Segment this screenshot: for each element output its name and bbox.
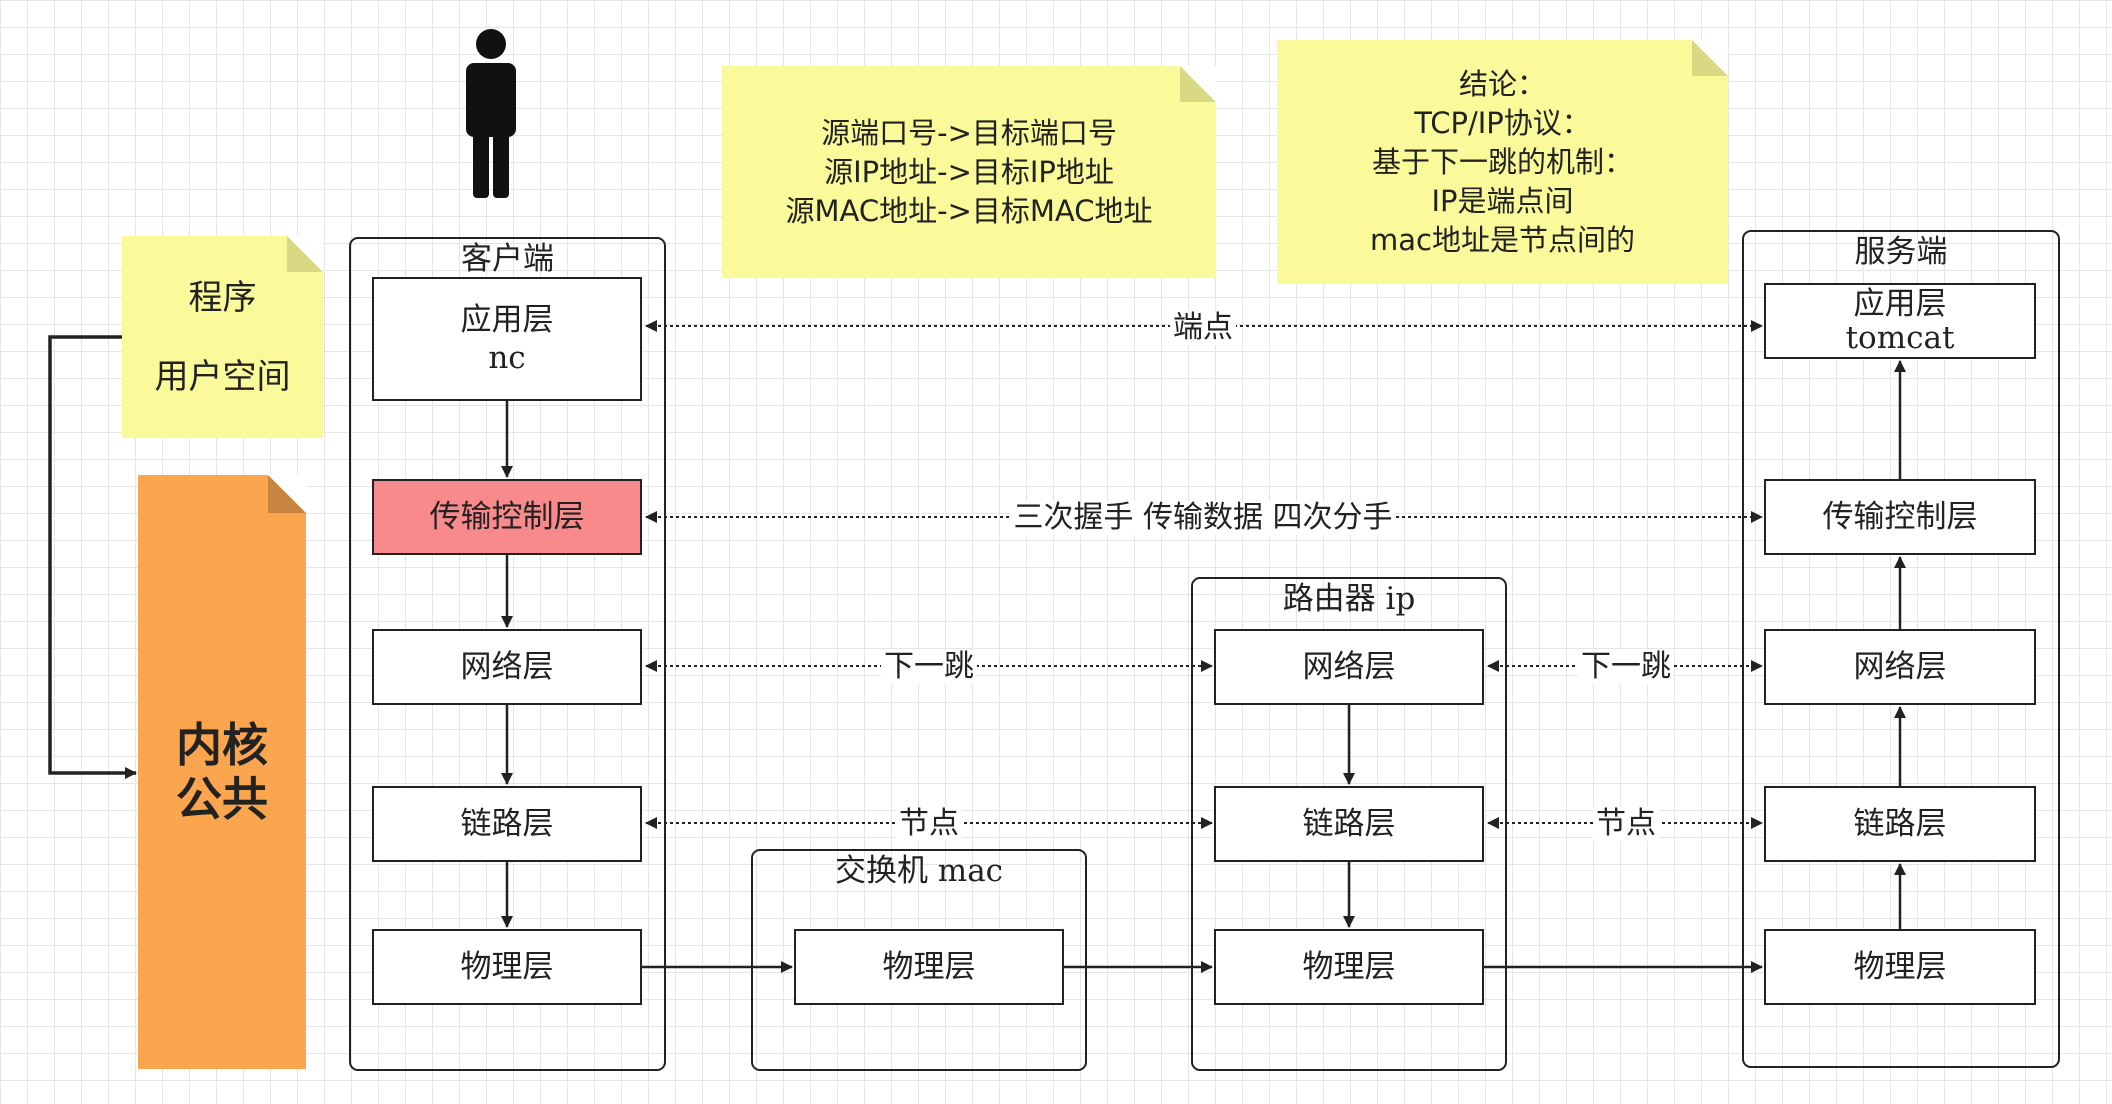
server-app-layer-sub: tomcat	[1845, 320, 1955, 356]
router-physical-layer: 物理层	[1214, 929, 1484, 1005]
client-link-layer: 链路层	[372, 786, 642, 862]
client-physical-label: 物理层	[460, 949, 554, 985]
router-link-label: 链路层	[1302, 806, 1396, 842]
server-link-layer: 链路层	[1764, 786, 2036, 862]
client-physical-layer: 物理层	[372, 929, 642, 1005]
server-transport-layer: 传输控制层	[1764, 479, 2036, 555]
address-line: 源IP地址->目标IP地址	[824, 154, 1114, 189]
client-app-layer-name: 应用层	[460, 302, 554, 338]
node-edge-label: 节点	[1593, 807, 1659, 841]
server-physical-layer: 物理层	[1764, 929, 2036, 1005]
router-link-layer: 链路层	[1214, 786, 1484, 862]
conclusion-line: IP是端点间	[1431, 183, 1574, 218]
server-link-label: 链路层	[1853, 806, 1947, 842]
server-container: 服务端	[1742, 230, 2060, 1068]
server-app-layer-name: 应用层	[1853, 286, 1947, 322]
next-hop-edge-label: 下一跳	[881, 650, 977, 684]
router-network-label: 网络层	[1302, 649, 1396, 685]
client-network-label: 网络层	[460, 649, 554, 685]
kernel-note: 内核 公共	[138, 475, 306, 1069]
client-app-layer: 应用层 nc	[372, 277, 642, 401]
switch-physical-layer: 物理层	[794, 929, 1064, 1005]
conclusion-line: 基于下一跳的机制：	[1371, 144, 1633, 179]
server-transport-label: 传输控制层	[1822, 499, 1978, 535]
address-note: 源端口号->目标端口号 源IP地址->目标IP地址 源MAC地址->目标MAC地…	[722, 66, 1216, 278]
user-space-label: 用户空间	[154, 356, 291, 397]
server-physical-label: 物理层	[1853, 949, 1947, 985]
client-transport-layer: 传输控制层	[372, 479, 642, 555]
person-icon	[466, 29, 516, 198]
server-network-layer: 网络层	[1764, 629, 2036, 705]
user-kernel-bracket	[48, 335, 137, 779]
switch-container: 交换机 mac	[751, 849, 1087, 1071]
endpoint-edge-label: 端点	[1170, 311, 1236, 345]
router-physical-label: 物理层	[1302, 949, 1396, 985]
router-title: 路由器 ip	[1282, 581, 1416, 617]
next-hop-edge-label: 下一跳	[1578, 650, 1674, 684]
user-space-note: 程序 用户空间	[122, 236, 323, 438]
client-title: 客户端	[461, 241, 554, 277]
server-app-layer: 应用层 tomcat	[1764, 283, 2036, 359]
user-space-program: 程序	[188, 277, 257, 318]
server-network-label: 网络层	[1853, 649, 1947, 685]
conclusion-line: mac地址是节点间的	[1370, 222, 1635, 257]
handshake-edge-label: 三次握手 传输数据 四次分手	[1010, 501, 1396, 535]
switch-physical-label: 物理层	[882, 949, 976, 985]
client-network-layer: 网络层	[372, 629, 642, 705]
address-line: 源MAC地址->目标MAC地址	[785, 193, 1153, 228]
client-app-layer-sub: nc	[488, 340, 526, 376]
client-link-label: 链路层	[460, 806, 554, 842]
kernel-label: 内核	[176, 718, 268, 772]
server-title: 服务端	[1854, 234, 1948, 270]
router-network-layer: 网络层	[1214, 629, 1484, 705]
node-edge-label: 节点	[896, 807, 962, 841]
address-line: 源端口号->目标端口号	[821, 115, 1117, 150]
conclusion-line: TCP/IP协议：	[1414, 105, 1591, 140]
client-container: 客户端	[349, 237, 666, 1071]
conclusion-line: 结论：	[1458, 66, 1546, 101]
conclusion-note: 结论： TCP/IP协议： 基于下一跳的机制： IP是端点间 mac地址是节点间…	[1277, 40, 1728, 284]
switch-title: 交换机 mac	[834, 853, 1004, 889]
kernel-public-label: 公共	[176, 772, 268, 826]
client-transport-label: 传输控制层	[429, 499, 585, 535]
